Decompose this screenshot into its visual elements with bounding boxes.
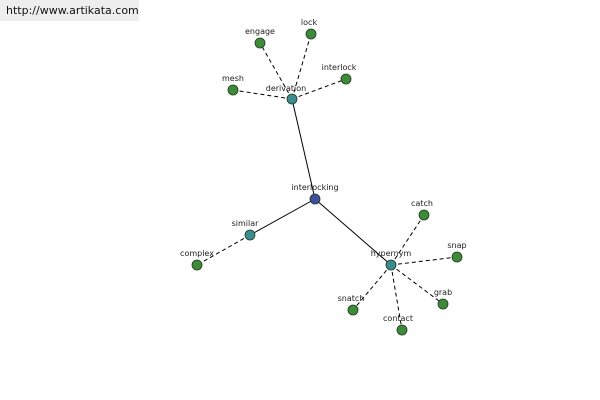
node-label-snap: snap xyxy=(447,241,466,250)
edge-hypernym-grab xyxy=(390,264,444,305)
edge-interlocking-similar xyxy=(249,198,316,236)
node-interlocking[interactable] xyxy=(309,193,321,205)
node-label-similar: similar xyxy=(232,219,260,228)
node-snap[interactable] xyxy=(451,251,463,263)
edge-derivation-interlock xyxy=(291,78,347,100)
edge-interlocking-derivation xyxy=(291,98,316,200)
node-label-snatch: snatch xyxy=(338,294,365,303)
node-label-lock: lock xyxy=(301,18,318,27)
edge-hypernym-catch xyxy=(390,214,425,266)
node-label-grab: grab xyxy=(434,288,452,297)
node-snatch[interactable] xyxy=(347,304,359,316)
edge-hypernym-snatch xyxy=(352,264,392,311)
labels-layer: interlocking derivation similar hypernym eng… xyxy=(180,18,467,323)
node-label-derivation: derivation xyxy=(266,84,306,93)
node-label-interlocking: interlocking xyxy=(291,183,338,192)
node-interlock[interactable] xyxy=(340,73,352,85)
edge-similar-complex xyxy=(196,234,251,266)
node-catch[interactable] xyxy=(418,209,430,221)
node-label-complex: complex xyxy=(180,249,214,258)
node-similar[interactable] xyxy=(244,229,256,241)
node-lock[interactable] xyxy=(305,28,317,40)
node-label-contact: contact xyxy=(383,314,413,323)
edge-derivation-lock xyxy=(291,33,312,100)
node-engage[interactable] xyxy=(254,37,266,49)
node-mesh[interactable] xyxy=(227,84,239,96)
node-grab[interactable] xyxy=(437,298,449,310)
nodes-layer xyxy=(191,28,463,336)
source-url-link[interactable]: http://www.artikata.com xyxy=(0,0,139,21)
node-derivation[interactable] xyxy=(286,93,298,105)
node-hypernym[interactable] xyxy=(385,259,397,271)
node-label-interlock: interlock xyxy=(322,63,357,72)
node-label-mesh: mesh xyxy=(222,74,244,83)
node-complex[interactable] xyxy=(191,259,203,271)
edge-derivation-engage xyxy=(259,42,293,100)
node-label-hypernym: hypernym xyxy=(371,249,412,258)
edges-layer xyxy=(196,33,458,331)
node-label-engage: engage xyxy=(245,27,275,36)
edge-derivation-mesh xyxy=(232,89,293,100)
edge-hypernym-contact xyxy=(390,264,403,331)
edge-interlocking-hypernym xyxy=(314,198,392,266)
node-label-catch: catch xyxy=(411,199,433,208)
node-contact[interactable] xyxy=(396,324,408,336)
edge-hypernym-snap xyxy=(390,256,458,266)
